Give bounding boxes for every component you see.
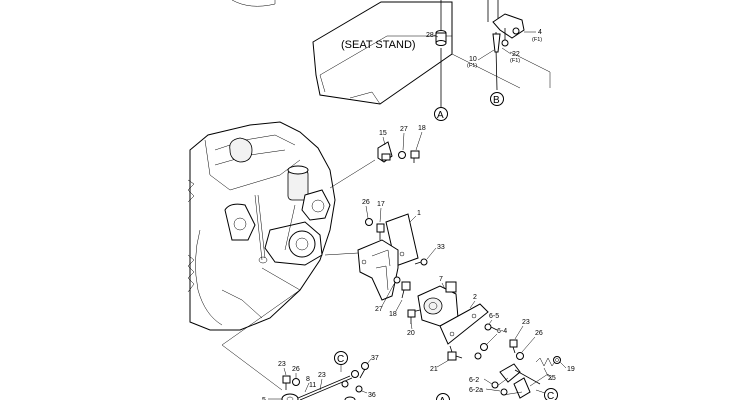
callout-26-b: 26: [535, 330, 543, 337]
callout-23-c: 23: [318, 372, 326, 379]
callout-36: 36: [368, 392, 376, 399]
callout-6-5: 6-5: [489, 313, 499, 320]
callout-33: 33: [437, 244, 445, 251]
clevis-bottom: [281, 393, 356, 400]
callout-8: 8: [306, 376, 310, 383]
callout-27-a: 27: [400, 126, 408, 133]
seat-stand-label: (SEAT STAND): [341, 39, 416, 51]
washer-27-b: [393, 276, 401, 284]
ref-mark-a-top: [434, 107, 448, 121]
bolt-21: [447, 345, 463, 361]
callout-19: 19: [567, 366, 575, 373]
callout-5: 5: [262, 397, 266, 400]
link-rod: [297, 370, 359, 400]
callout-23-b: 23: [278, 361, 286, 368]
throttle-rod-a: [435, 0, 447, 107]
ref-mark-c-left-label: C: [337, 354, 344, 365]
callout-6-2: 6-2: [469, 377, 479, 384]
bracket-15: [377, 141, 393, 163]
callout-1: 1: [417, 210, 421, 217]
callout-37: 37: [371, 355, 379, 362]
nut-6-5: [484, 323, 498, 331]
callout-18-b: 18: [389, 311, 397, 318]
callout-23-a: 23: [522, 319, 530, 326]
washer-36: [355, 385, 363, 393]
nut-33: [414, 258, 428, 266]
callout-27-b: 27: [375, 306, 383, 313]
callout-26-c: 26: [292, 366, 300, 373]
washer-6-4: [480, 343, 488, 351]
bolt-18-b: [401, 281, 411, 299]
callout-2: 2: [473, 294, 477, 301]
callout-17: 17: [377, 201, 385, 208]
seat-stand-plate: [312, 1, 453, 105]
ref-mark-c-right: [544, 388, 558, 400]
plate-2: [439, 303, 489, 345]
ref-mark-a-bottom-label: A: [439, 396, 446, 400]
lever-assembly: [491, 363, 553, 399]
main-bracket: [357, 239, 399, 301]
callout-6-2a: 6-2a: [469, 387, 483, 394]
bolt-18-a: [410, 150, 420, 163]
bolt-20: [407, 309, 416, 324]
bolt-37: [359, 362, 369, 379]
callout-21: 21: [430, 366, 438, 373]
callout-4-sub: (F1): [532, 37, 542, 43]
ref-mark-b-top-label: B: [493, 95, 500, 106]
engine-block: [187, 121, 336, 331]
mount-bracket-right: [487, 0, 525, 47]
solenoid-7: [411, 281, 459, 327]
washer-26-b: [516, 352, 524, 360]
cable-b: [492, 32, 501, 91]
callout-11: 11: [309, 382, 316, 389]
callout-20: 20: [407, 330, 415, 337]
ref-mark-c-left: [334, 351, 348, 365]
bolt-23-a: [509, 339, 518, 354]
ref-mark-a-top-label: A: [437, 110, 444, 121]
callout-10-sub: (F1): [467, 63, 477, 69]
callout-6-4: 6-4: [497, 328, 507, 335]
washer-26-a: [365, 218, 373, 226]
callout-25: 25: [548, 375, 556, 382]
callout-10: 10: [469, 56, 477, 63]
nut-19: [553, 356, 561, 364]
callout-28-top: 28: [426, 32, 434, 39]
bolt-23-b: [282, 375, 291, 390]
callout-26-a: 26: [362, 199, 370, 206]
callout-22: 22: [512, 51, 520, 58]
washer-26-c: [292, 378, 300, 386]
callout-15: 15: [379, 130, 387, 137]
callout-18-a: 18: [418, 125, 426, 132]
callout-22-sub: (F1): [510, 58, 520, 64]
callout-4: 4: [538, 29, 542, 36]
nut-small: [474, 352, 482, 360]
callout-7: 7: [439, 276, 443, 283]
ref-mark-a-bottom: [436, 393, 450, 400]
seat-stand-top-fragment: [231, 0, 276, 7]
spring-25: [535, 357, 557, 367]
ref-mark-b-top: [490, 92, 504, 106]
washer-27-a: [398, 151, 406, 159]
bolt-17: [376, 223, 385, 240]
ref-mark-c-right-label: C: [547, 391, 554, 400]
